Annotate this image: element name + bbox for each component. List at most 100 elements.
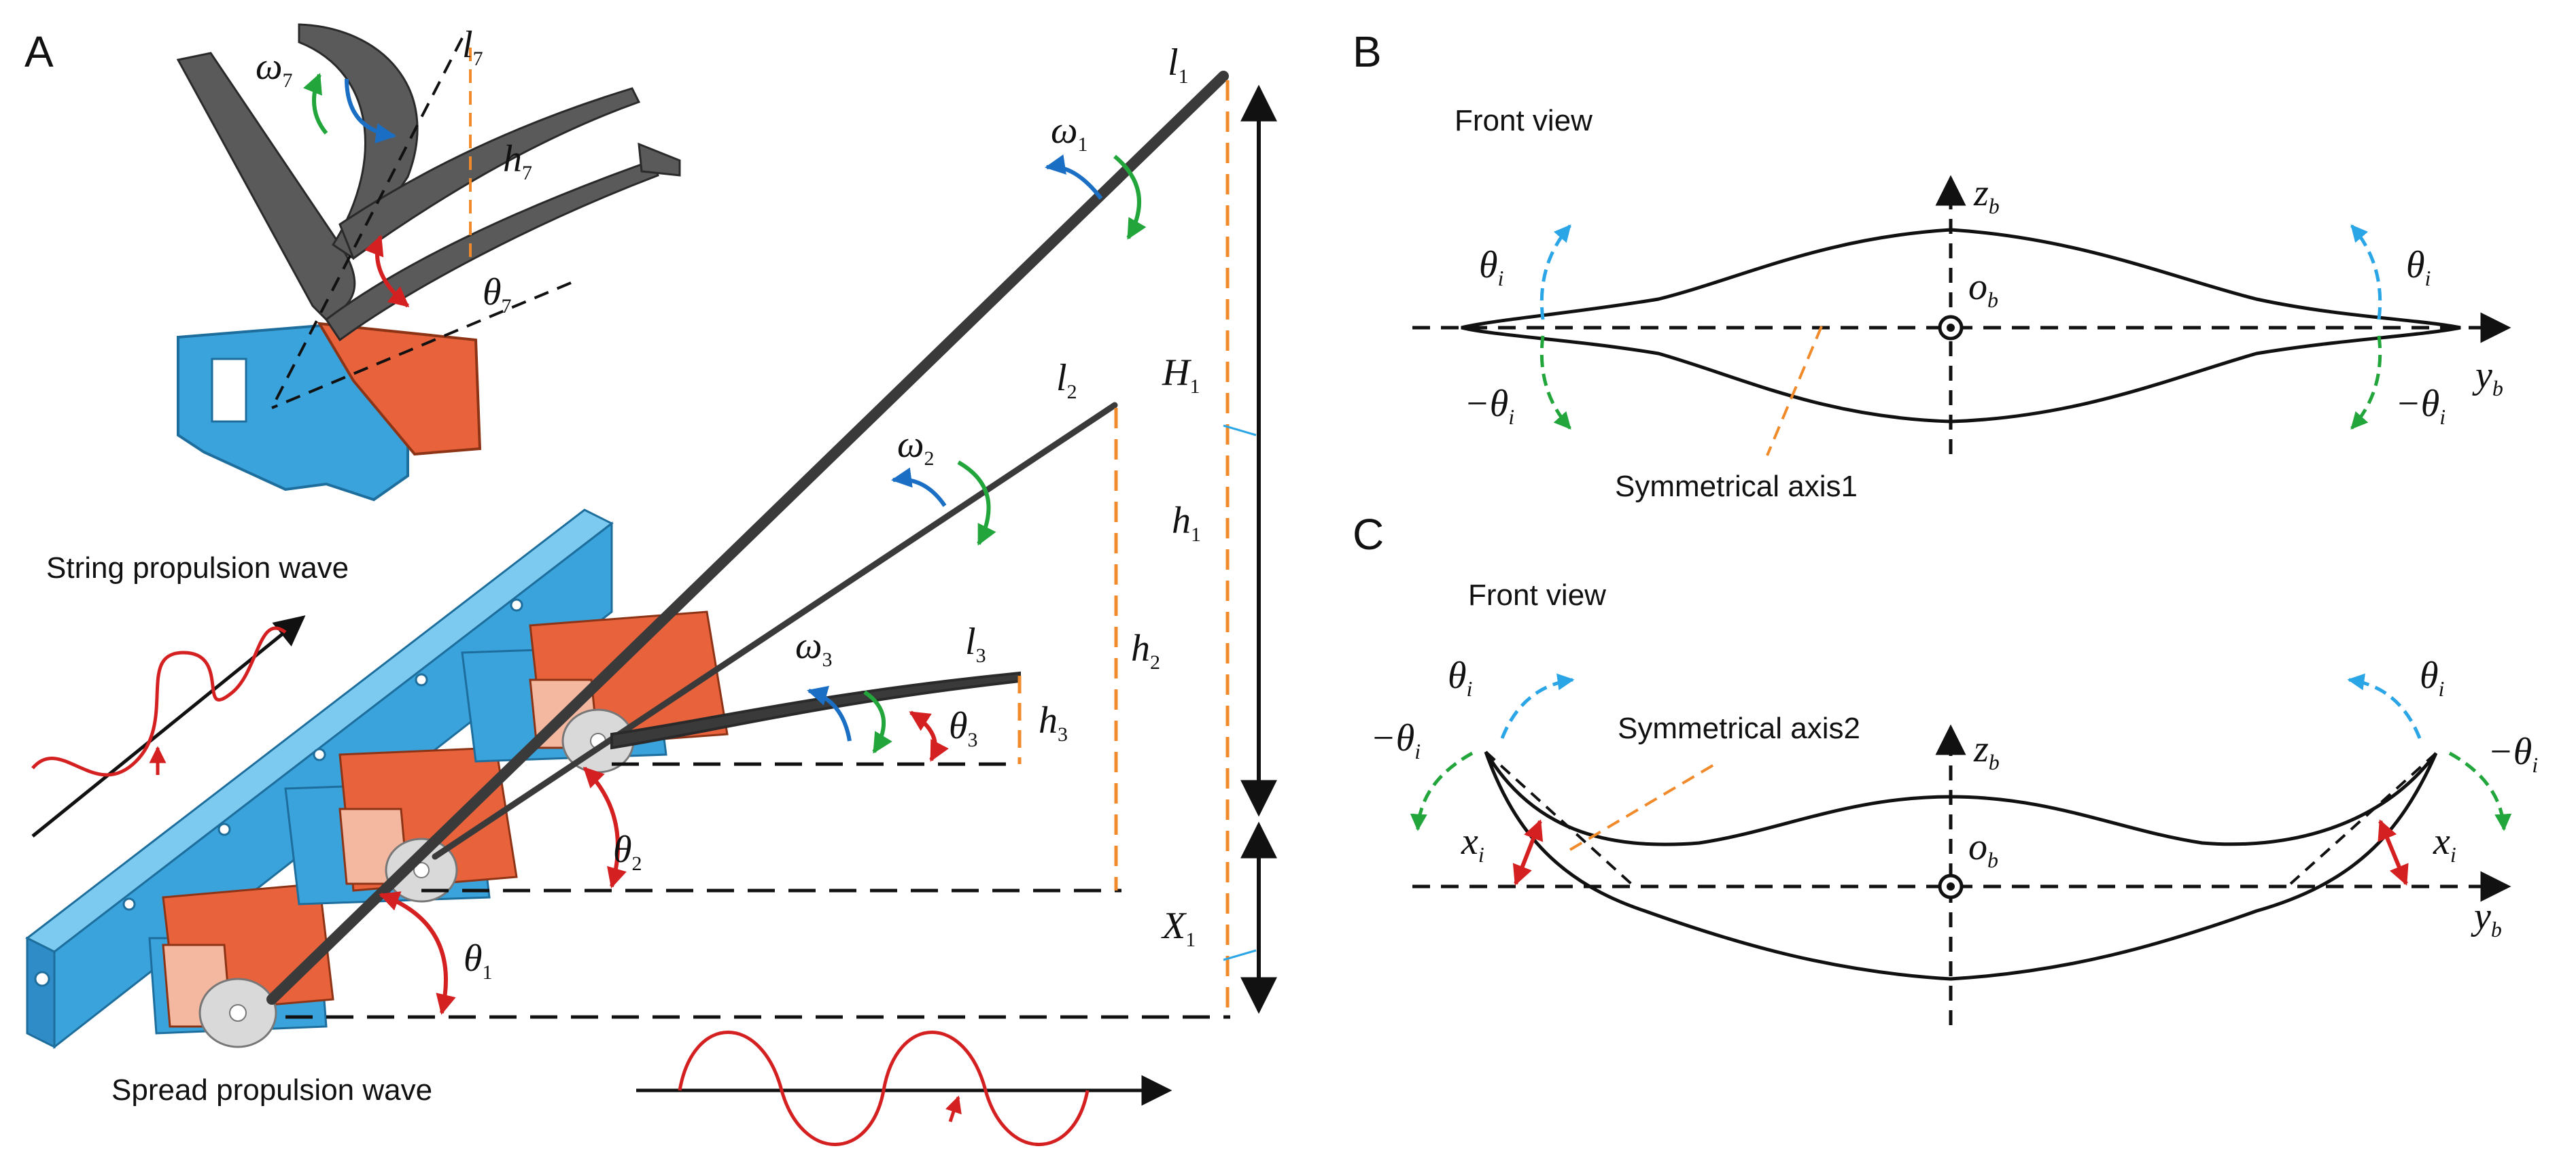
label-o-b-panel-c: ob <box>1968 826 1998 872</box>
label-z-b-panel-b: zb <box>1973 172 2000 218</box>
theta3-arc <box>909 710 949 762</box>
inset-fin-arm-mid <box>338 87 641 260</box>
label-theta-2: θ2 <box>613 829 642 875</box>
symmetrical-axis1-leader <box>1766 326 1823 456</box>
spread-wave-curve <box>678 1031 1090 1146</box>
inset-axis-dashed <box>271 37 464 409</box>
theta-arc-right-green <box>2350 335 2382 430</box>
theta-arc-right-blue <box>2350 224 2382 320</box>
string-wave-caption: String propulsion wave <box>46 551 349 585</box>
frame-hole <box>34 971 50 987</box>
fin-outline-c <box>1484 751 2438 981</box>
label-h-1: h1 <box>1172 500 1201 546</box>
label-H-1: H1 <box>1162 351 1200 398</box>
spread-wave-red-arrow <box>945 1095 962 1122</box>
x-i-left-arrow <box>1512 819 1544 886</box>
servo-module-2 <box>284 746 518 906</box>
theta-arc-left-green <box>1539 335 1571 430</box>
frame-rail-side <box>53 521 613 1050</box>
label-theta-i-right-b: θi <box>2406 244 2431 290</box>
panel-label-a: A <box>24 27 54 76</box>
label-theta-i-right-c: θi <box>2420 655 2444 701</box>
inset-fin-arm-left <box>176 52 356 321</box>
label-h-7: h7 <box>503 138 532 184</box>
omega1-blue-arc <box>1045 154 1103 200</box>
frame-hole <box>217 823 231 836</box>
label-theta-i-left-c: θi <box>1448 655 1472 701</box>
front-view-caption-b: Front view <box>1455 104 1592 137</box>
label-omega-1: ω1 <box>1051 109 1088 156</box>
servo-module-1 <box>148 882 334 1048</box>
omega1-green-arc <box>1113 154 1147 240</box>
label-h-2: h2 <box>1131 627 1160 674</box>
label-x-i-right: xi <box>2433 821 2456 867</box>
string-propulsion-wave: String propulsion wave <box>31 551 349 838</box>
symmetrical-axis2-leader <box>1569 760 1721 851</box>
spread-wave-caption: Spread propulsion wave <box>111 1073 432 1107</box>
frame-hole <box>510 598 523 612</box>
inset-plate-hole <box>211 358 247 423</box>
string-wave-curve <box>31 626 287 777</box>
symmetrical-axis1-caption: Symmetrical axis1 <box>1615 470 1858 503</box>
theta-arc-left-green-c <box>1410 751 1474 831</box>
inset-fin-servo: ω7 l7 h7 θ7 <box>176 23 681 502</box>
label-theta-i-left-b: θi <box>1479 244 1503 290</box>
front-view-caption-c: Front view <box>1468 579 1606 612</box>
right-tip-dash-c <box>2289 752 2437 885</box>
fin-outline-b <box>1461 228 2461 424</box>
label-neg-theta-i-right-c: −θi <box>2488 731 2538 777</box>
label-omega-7: ω7 <box>256 46 293 92</box>
label-omega-3: ω3 <box>795 625 833 671</box>
panel-label-c: C <box>1353 510 1384 559</box>
inset-horizontal-dashed <box>271 281 572 409</box>
theta1-arc <box>379 891 456 1015</box>
label-l-3: l3 <box>965 621 986 667</box>
fin-ray-1 <box>266 71 1229 1005</box>
omega2-blue-arc <box>891 467 947 507</box>
label-l-1: l1 <box>1168 41 1189 88</box>
omega3-blue-arc <box>807 685 852 742</box>
theta-arc-right-blue-c <box>2347 673 2422 739</box>
label-theta-3: θ3 <box>949 705 978 751</box>
omega2-green-arc <box>957 460 996 546</box>
inset-omega7-green-arc <box>303 73 328 135</box>
label-omega-2: ω2 <box>897 424 935 470</box>
X1-leader <box>1223 949 1257 961</box>
label-theta-1: θ1 <box>464 937 493 984</box>
label-l-2: l2 <box>1056 357 1077 403</box>
x-i-right-arrow <box>2378 819 2409 886</box>
string-wave-arrow <box>31 615 306 838</box>
panel-a: A ω7 l7 h7 θ7 <box>24 23 1277 1146</box>
theta-arc-left-blue <box>1539 224 1571 320</box>
theta-arc-right-green-c <box>2448 751 2512 831</box>
H1-leader <box>1223 424 1257 436</box>
left-tip-dash-c <box>1484 751 1633 885</box>
label-neg-theta-i-left-b: −θi <box>1464 383 1514 429</box>
fin-ray-2 <box>432 402 1118 860</box>
label-neg-theta-i-left-c: −θi <box>1370 717 1421 763</box>
label-z-b-panel-c: zb <box>1973 728 2000 774</box>
inset-fin-arm-low <box>324 159 659 342</box>
label-h-3: h3 <box>1039 700 1068 746</box>
panel-b: B Front view Symmetrical axis1 θi −θi θi… <box>1353 27 2511 503</box>
panel-label-b: B <box>1353 27 1382 76</box>
frame-rail-front <box>26 936 56 1049</box>
omega3-green-arc <box>863 690 892 754</box>
label-y-b-panel-b: yb <box>2472 354 2503 400</box>
label-theta-7: θ7 <box>483 271 512 317</box>
inset-omega7-blue-arc <box>345 78 396 144</box>
label-o-b-panel-b: ob <box>1968 266 1998 312</box>
frame-hole <box>313 748 326 761</box>
label-y-b-panel-c: yb <box>2471 895 2502 942</box>
spread-propulsion-wave: Spread propulsion wave <box>111 1031 1172 1146</box>
theta2-arc <box>582 766 627 889</box>
theta-arc-left-blue-c <box>1500 673 1575 739</box>
panel-c: C Front view Symmetrical axis2 θi −θi θi… <box>1353 510 2538 1025</box>
inset-theta7-red-arc <box>364 235 410 308</box>
frame-hole <box>415 673 428 687</box>
inset-servo-body <box>317 322 482 456</box>
symmetrical-axis2-caption: Symmetrical axis2 <box>1618 712 1860 745</box>
label-X-1: X1 <box>1161 905 1196 951</box>
frame-hole <box>122 897 136 911</box>
